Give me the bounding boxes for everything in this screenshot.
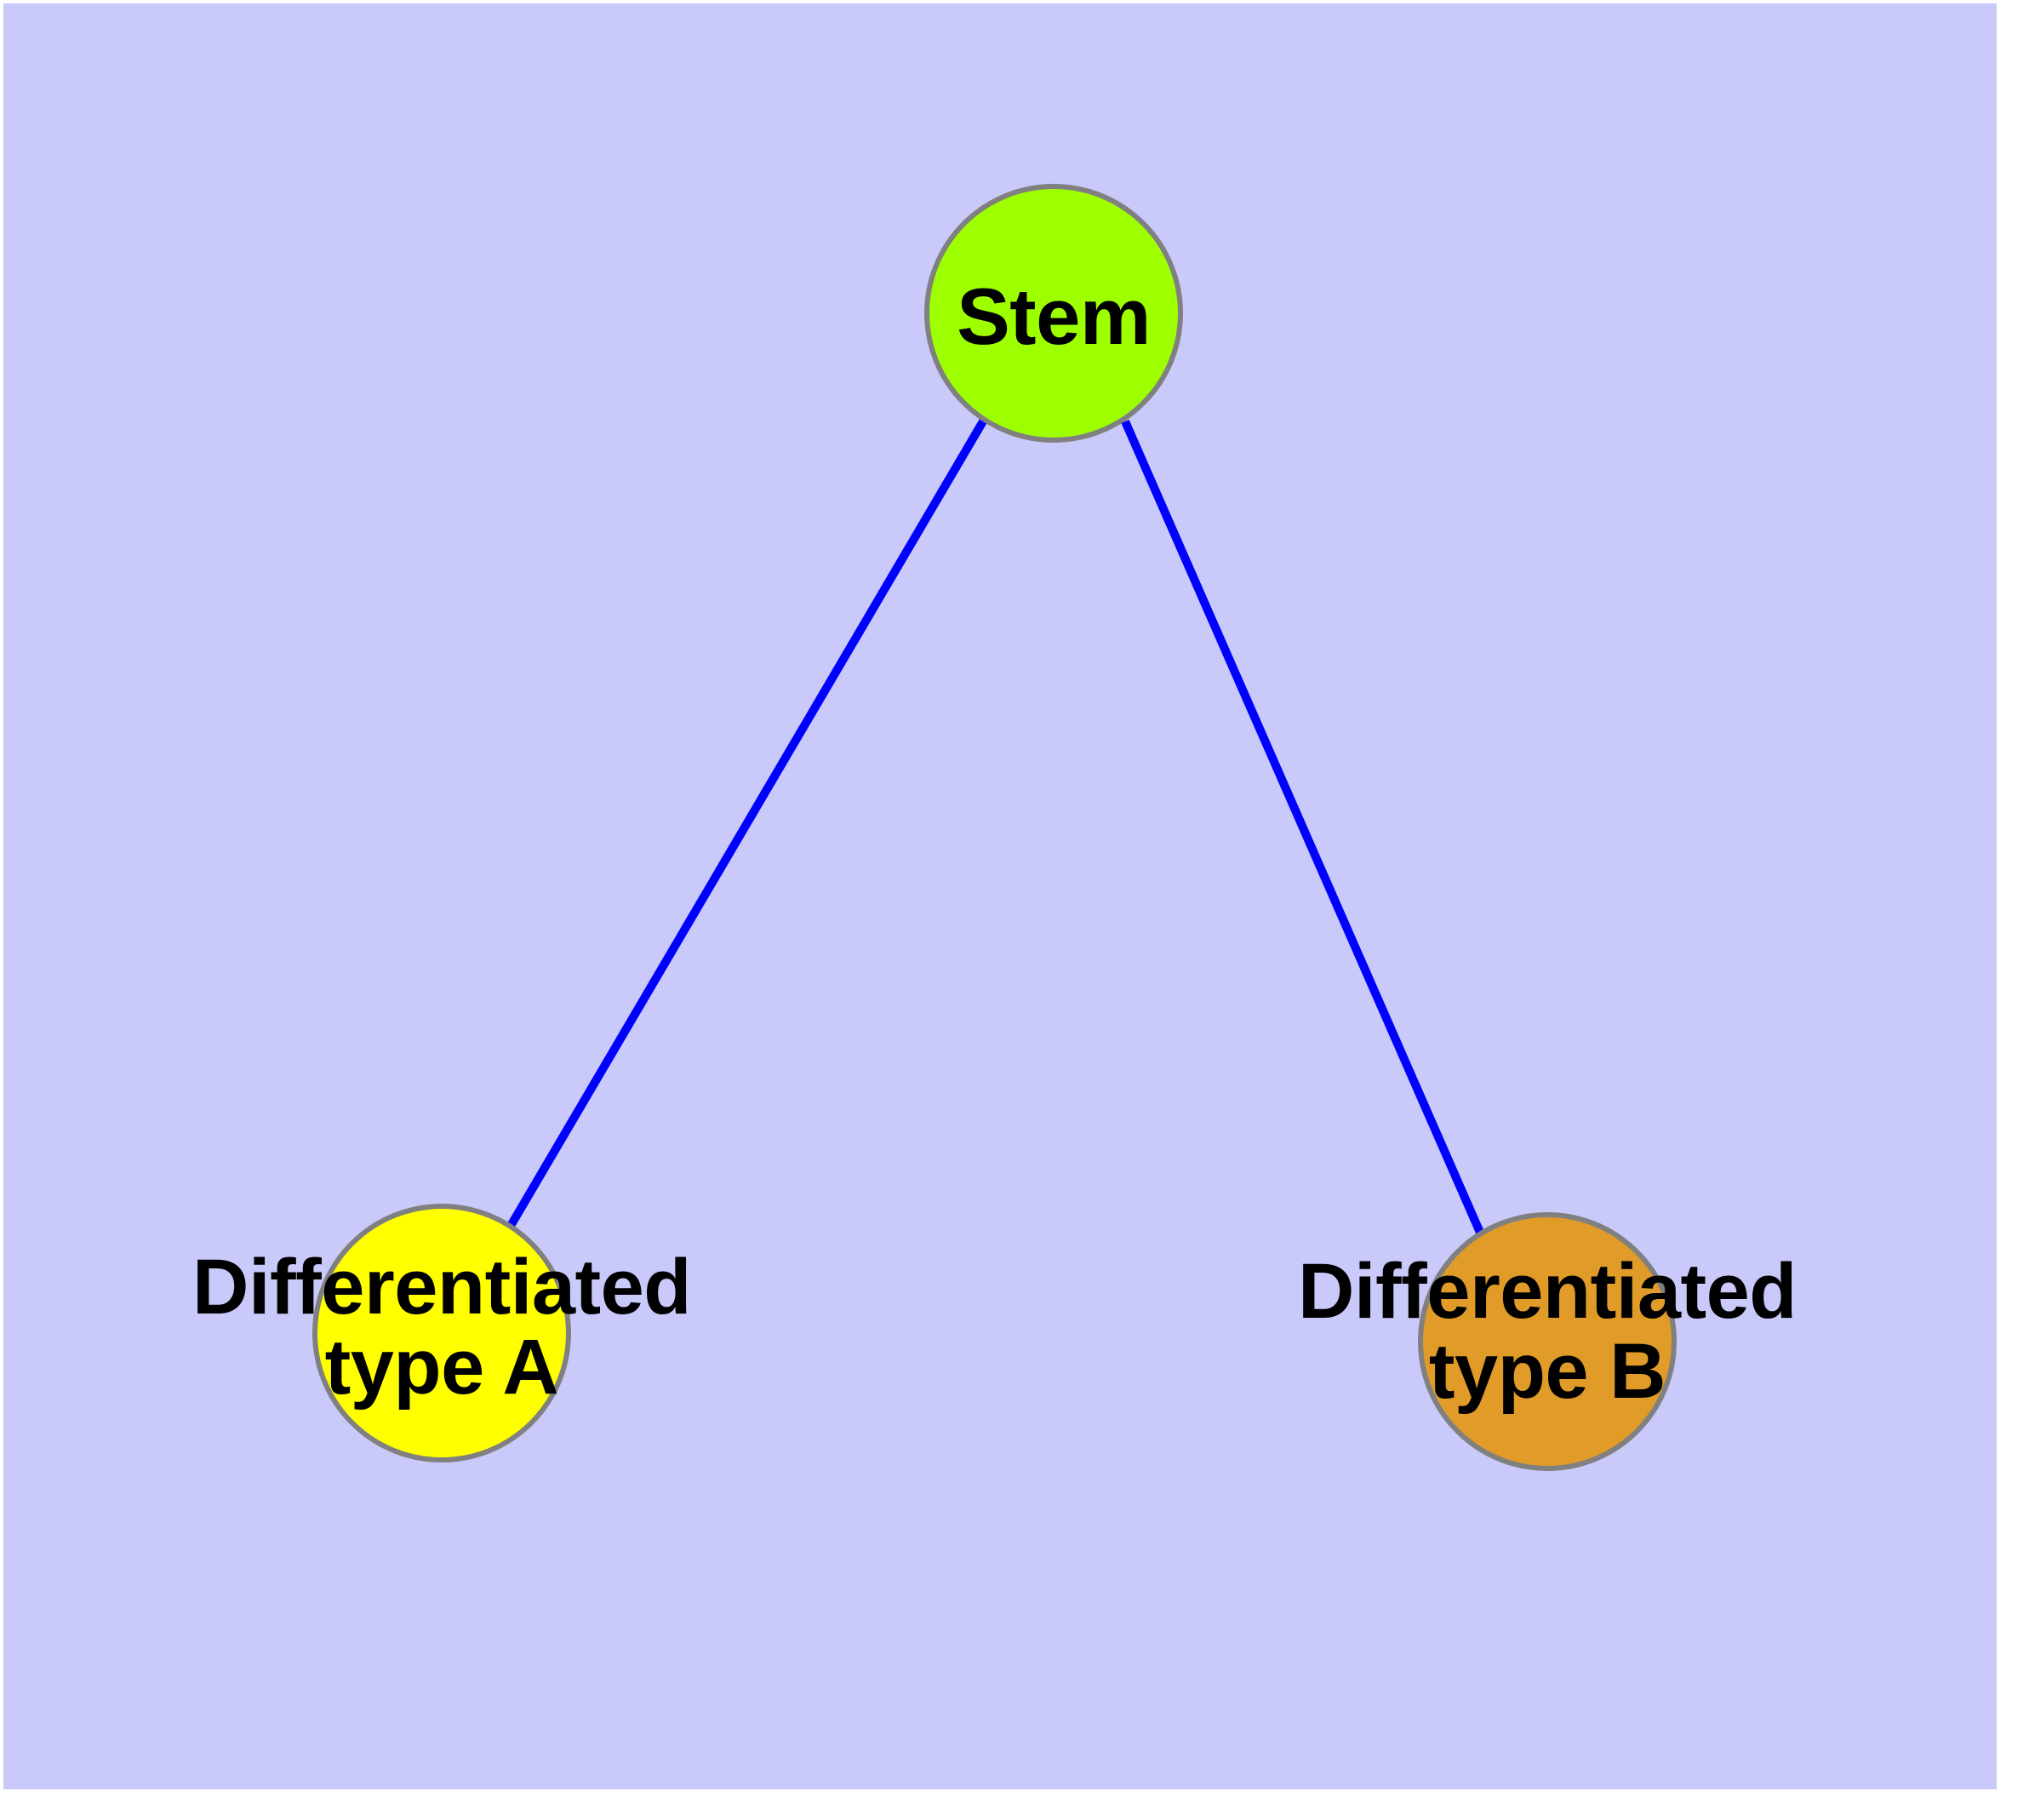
edge-stem-to-diff-a[interactable] [506,419,987,1228]
node-stem-circle[interactable] [924,184,1183,443]
node-diff-a-circle[interactable] [312,1204,571,1462]
edge-stem-to-diff-b[interactable] [1121,419,1485,1237]
node-layer [312,184,1677,1471]
node-diff-b-circle[interactable] [1418,1212,1677,1471]
edge-layer [506,419,1485,1237]
